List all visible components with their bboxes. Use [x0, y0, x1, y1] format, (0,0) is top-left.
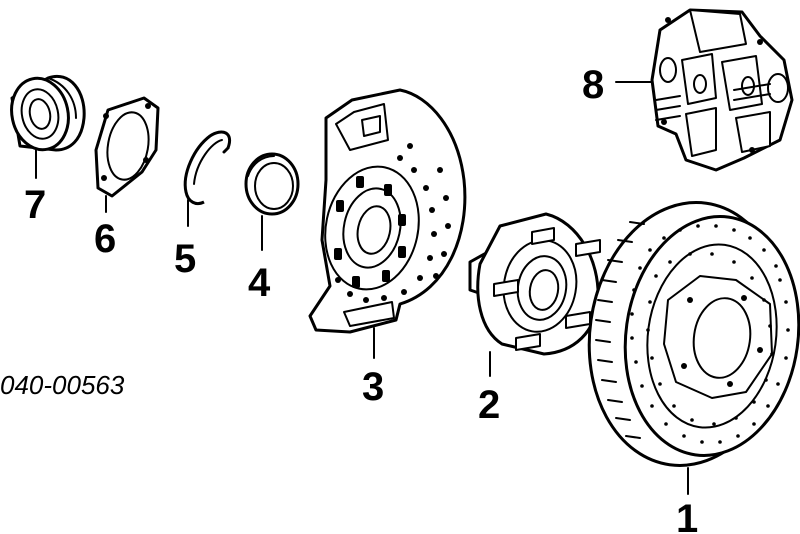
- part-5-snap-ring: [183, 130, 231, 227]
- part-7-wheel-bearing: [10, 74, 86, 179]
- rotor-drill-holes: [630, 224, 790, 444]
- callout-5: 5: [174, 237, 196, 281]
- part-6-gasket-plate: [94, 96, 160, 213]
- callout-3: 3: [362, 365, 384, 409]
- part-8-brake-caliper: [615, 8, 794, 172]
- callout-2: 2: [478, 383, 500, 427]
- part-3-splash-shield: [308, 88, 467, 359]
- callout-7: 7: [24, 183, 46, 227]
- callout-8: 8: [582, 63, 604, 107]
- part-2-hub: [468, 212, 601, 377]
- diagram-code: 040-00563: [0, 370, 125, 400]
- part-1-brake-rotor: [587, 201, 800, 495]
- callout-4: 4: [248, 261, 271, 305]
- callout-1: 1: [676, 497, 698, 534]
- rotor-vents: [595, 221, 645, 439]
- wheel-studs: [493, 227, 601, 351]
- part-4-seal: [244, 152, 300, 251]
- callout-6: 6: [94, 217, 116, 261]
